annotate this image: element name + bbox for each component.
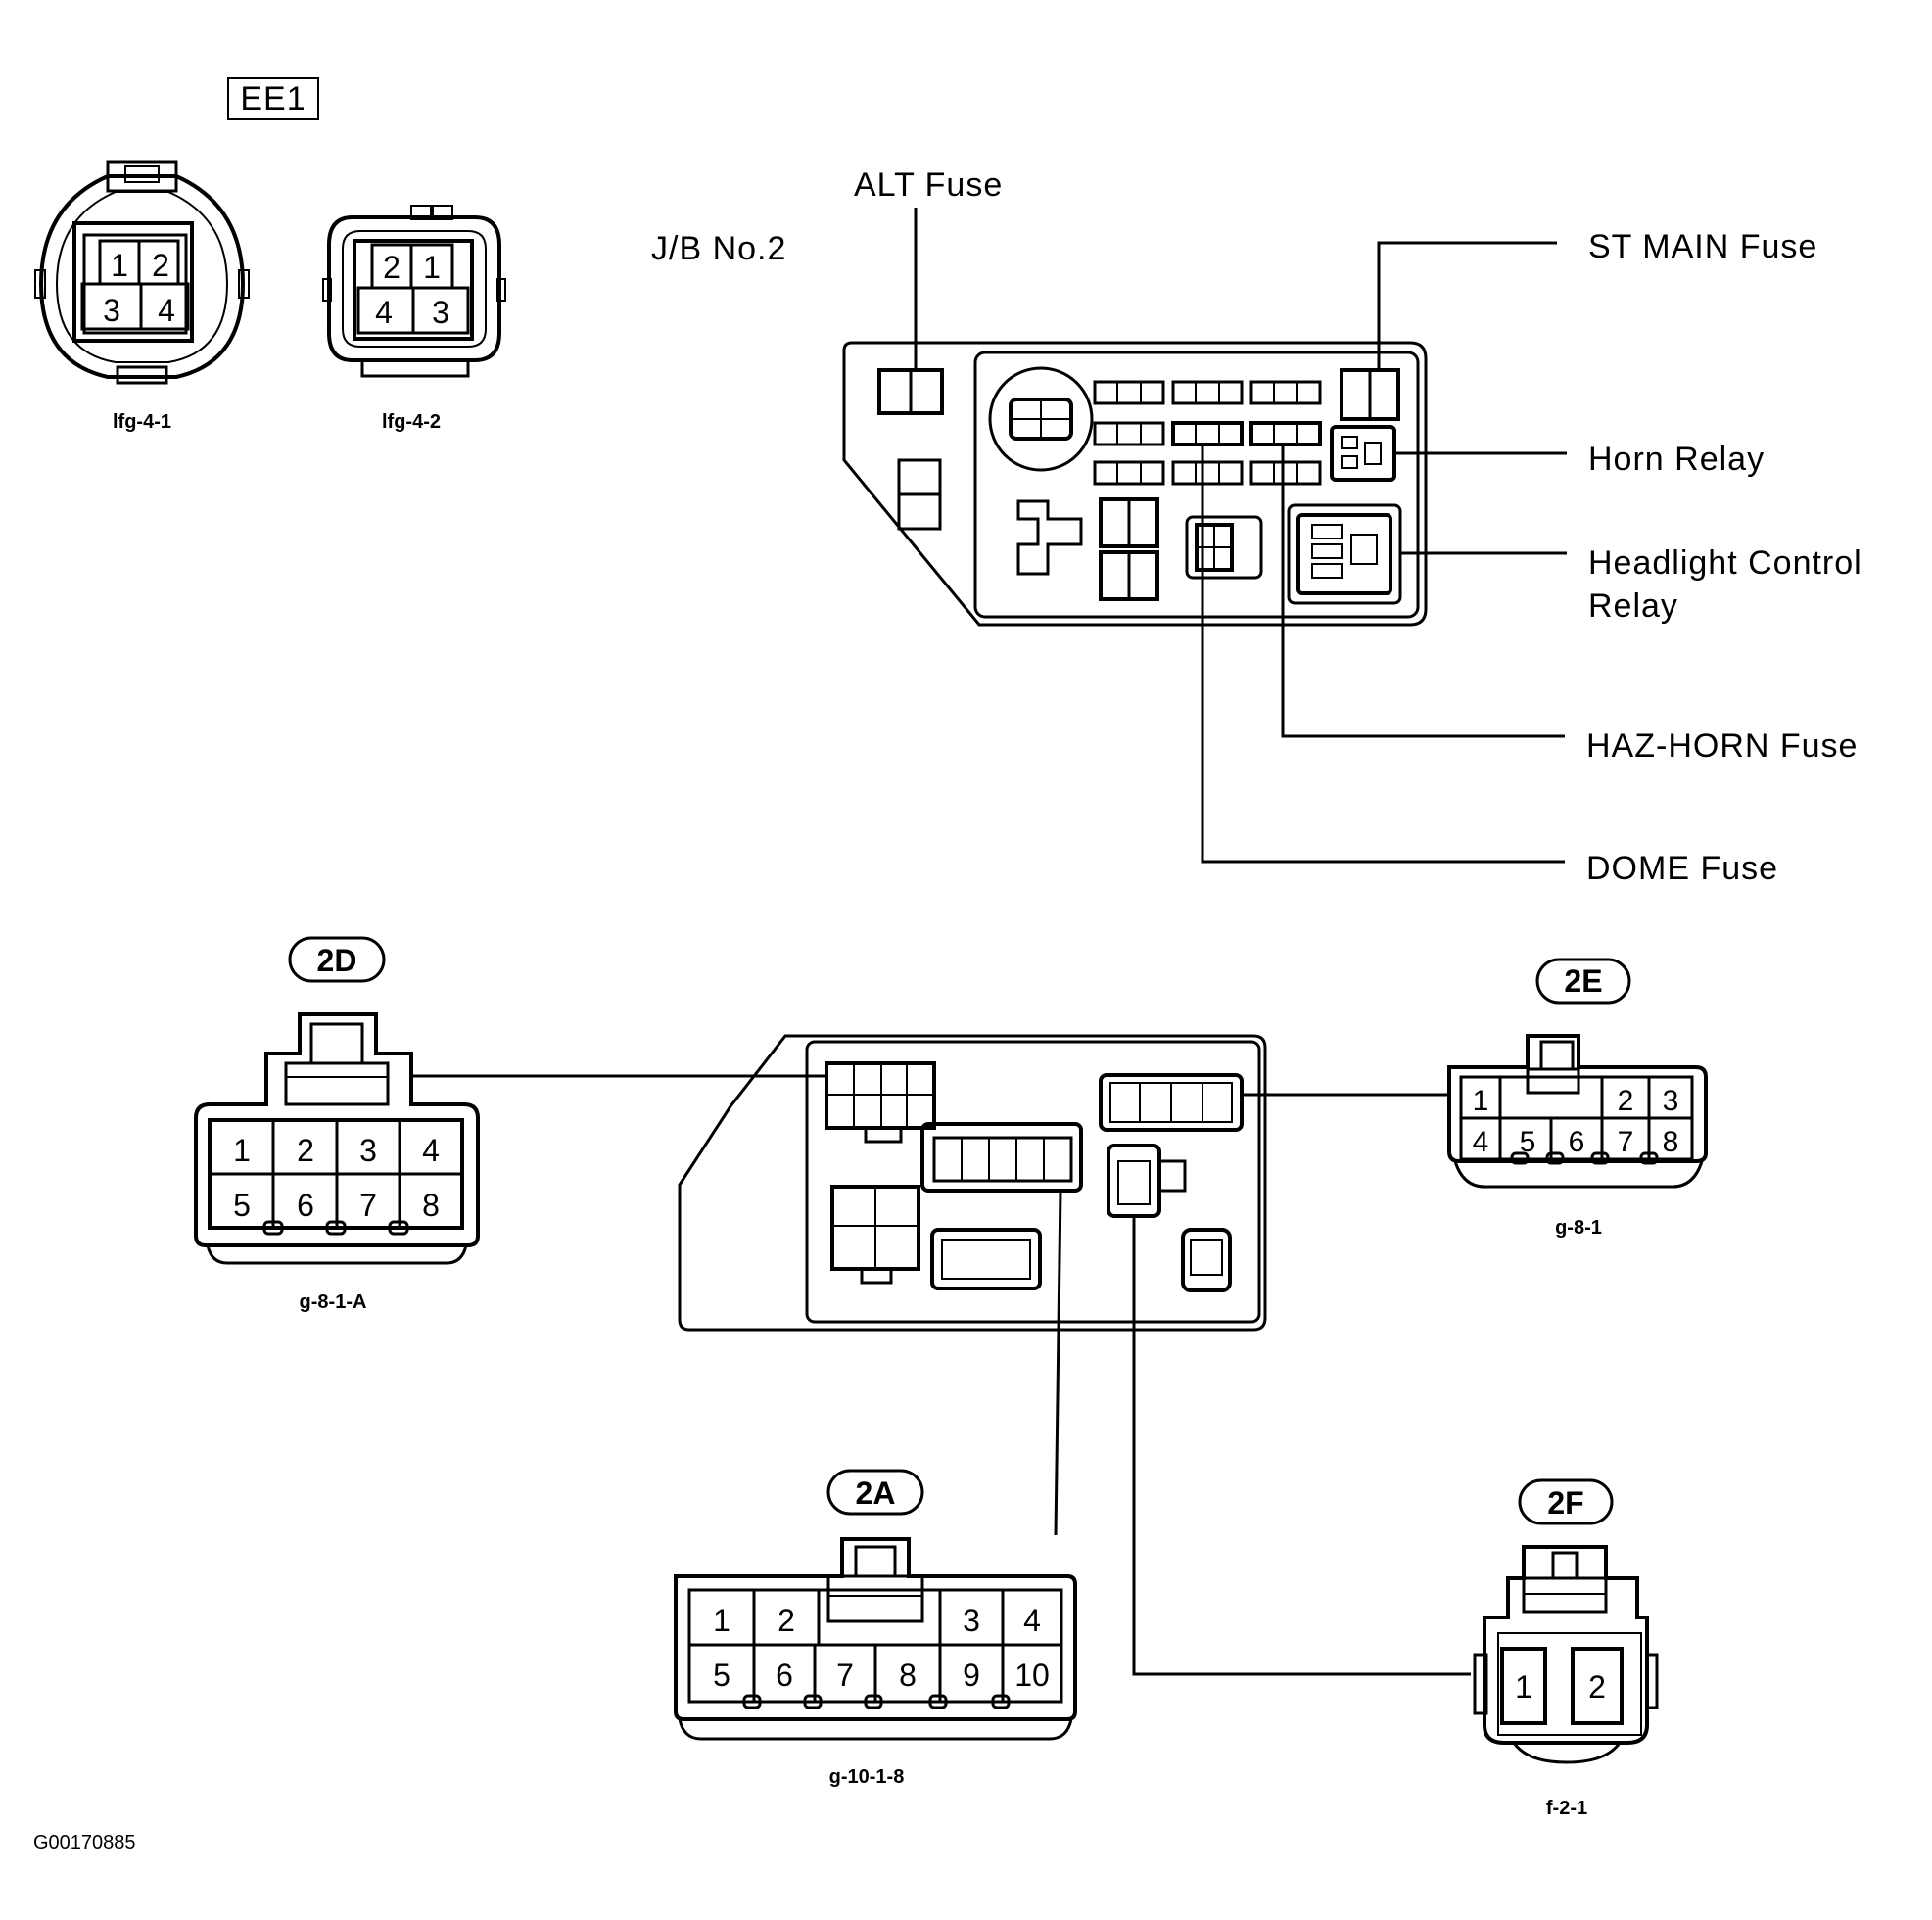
connector-2a-pin: 6 — [776, 1658, 793, 1693]
connector-2a-pin: 1 — [713, 1603, 730, 1638]
connector-2d-pin: 6 — [297, 1188, 314, 1223]
connector-2e-pin: 7 — [1618, 1126, 1634, 1158]
st-main-fuse-label: ST MAIN Fuse — [1588, 228, 1817, 265]
connector-2a-tag: 2A — [856, 1475, 896, 1511]
connector-2a-pin: 8 — [899, 1658, 917, 1693]
jb-inner-panel — [973, 351, 1420, 619]
socket-2f — [1107, 1144, 1161, 1218]
connector-2d-pin: 2 — [297, 1133, 314, 1168]
connector-2d-pin: 5 — [233, 1188, 251, 1223]
headlight-relay-label-2: Relay — [1588, 587, 1678, 625]
ee1-right-pin: 3 — [432, 295, 449, 330]
connector-2a-pin: 5 — [713, 1658, 730, 1693]
connector-2a-pin: 9 — [963, 1658, 980, 1693]
connector-2d-tag: 2D — [317, 943, 357, 978]
connector-2d-pin: 7 — [359, 1188, 377, 1223]
connector-2f: 2F 1 2 f-2-1 — [1473, 1478, 1659, 1819]
connector-2e-pin: 1 — [1473, 1085, 1489, 1117]
connector-2e-pin: 3 — [1663, 1085, 1679, 1117]
connector-2a-tag-oval — [826, 1469, 924, 1516]
socket-2a — [920, 1122, 1083, 1193]
connector-2a: 2A 1 2 3 4 5 6 7 8 9 10 g-10-1-8 — [674, 1469, 1077, 1788]
connector-2a-pin: 10 — [1014, 1658, 1050, 1693]
ee1-tag: EE1 — [240, 80, 306, 117]
connector-2a-pin: 4 — [1023, 1603, 1041, 1638]
connector-2e-tag: 2E — [1564, 963, 1602, 999]
dome-fuse-label: DOME Fuse — [1586, 850, 1778, 887]
horn-relay — [1330, 425, 1396, 482]
ee1-left-caption: lfg-4-1 — [113, 411, 171, 433]
headlight-control-relay — [1287, 503, 1402, 605]
junction-block-bottom — [411, 1034, 1471, 1676]
jb-bottom-housing — [678, 1034, 1267, 1332]
connector-2e-pin: 6 — [1569, 1126, 1585, 1158]
headlight-relay-label: Headlight Control — [1588, 544, 1862, 582]
ee1-right-pin: 2 — [383, 250, 401, 285]
ee1-right-pin: 1 — [423, 250, 441, 285]
ee1-right-pin: 4 — [375, 295, 393, 330]
connector-2d-pin: 1 — [233, 1133, 251, 1168]
junction-block-top: J/B No.2 — [651, 166, 1862, 887]
ee1-tag-box — [227, 77, 319, 120]
connector-2f-tag-oval — [1518, 1478, 1614, 1525]
connector-2a-pin: 7 — [836, 1658, 854, 1693]
connector-2e-tag-oval — [1535, 958, 1631, 1005]
horn-relay-label: Horn Relay — [1588, 441, 1765, 478]
connector-2d-pin: 8 — [422, 1188, 440, 1223]
connector-2d-caption: g-8-1-A — [300, 1291, 367, 1313]
ee1-left-pin: 3 — [103, 293, 120, 328]
jb-outer-housing — [842, 341, 1428, 627]
ee1-connector-left: 1 2 3 4 lfg-4-1 — [34, 160, 250, 433]
ee1-group: EE1 1 2 3 4 lfg-4-1 — [34, 77, 506, 433]
ee1-left-pin: 2 — [152, 248, 169, 283]
connector-2f-tag: 2F — [1547, 1485, 1583, 1521]
connector-2f-caption: f-2-1 — [1546, 1798, 1587, 1819]
socket-2e — [1099, 1073, 1244, 1132]
connector-2a-pin: 3 — [963, 1603, 980, 1638]
ee1-left-pin: 1 — [111, 248, 128, 283]
ee1-right-caption: lfg-4-2 — [382, 411, 441, 433]
haz-horn-fuse-label: HAZ-HORN Fuse — [1586, 727, 1858, 765]
connector-2e-pin: 5 — [1520, 1126, 1536, 1158]
connector-2e: 2E 1 2 3 4 5 6 7 8 g-8-1 — [1447, 958, 1708, 1239]
connector-2d-tag-oval — [288, 936, 386, 983]
alt-fuse-label: ALT Fuse — [854, 166, 1003, 204]
connector-2a-caption: g-10-1-8 — [829, 1766, 905, 1788]
connector-2f-pin: 1 — [1515, 1669, 1532, 1705]
figure-code: G00170885 — [33, 1832, 136, 1853]
connector-2e-pin: 8 — [1663, 1126, 1679, 1158]
connector-2f-pin: 2 — [1588, 1669, 1606, 1705]
connector-2d: 2D 1 2 3 4 5 6 7 8 g-8-1-A — [194, 936, 480, 1313]
connector-2e-caption: g-8-1 — [1555, 1217, 1602, 1239]
jb-fuse-grid — [1093, 380, 1322, 486]
jb-title: J/B No.2 — [651, 230, 786, 267]
connector-2d-pin: 3 — [359, 1133, 377, 1168]
ee1-connector-right: 2 1 4 3 lfg-4-2 — [322, 205, 506, 433]
connector-2d-pin: 4 — [422, 1133, 440, 1168]
ee1-left-pin: 4 — [158, 293, 175, 328]
connector-2e-pin: 2 — [1618, 1085, 1634, 1117]
connector-2a-pin: 2 — [778, 1603, 795, 1638]
connector-2e-pin: 4 — [1473, 1126, 1489, 1158]
